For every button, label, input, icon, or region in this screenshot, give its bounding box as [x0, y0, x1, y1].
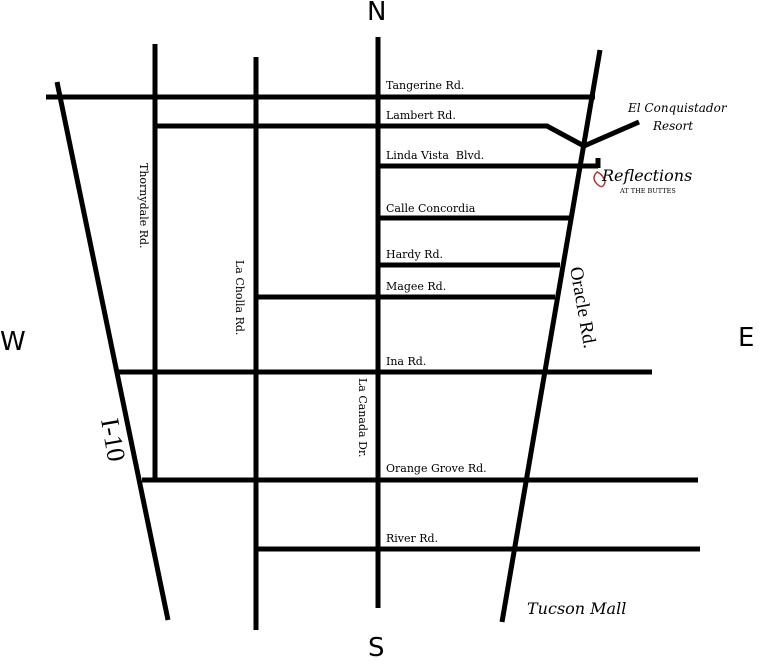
- label-i10: I-10: [95, 416, 131, 464]
- compass-south: S: [368, 633, 385, 663]
- tucson-mall-label: Tucson Mall: [527, 599, 626, 618]
- label-calle-concordia: Calle Concordia: [386, 202, 476, 215]
- label-la-canada: La Canada Dr.: [356, 378, 369, 457]
- compass-north: N: [367, 0, 386, 27]
- compass-east: E: [738, 323, 754, 353]
- i10-highway: [54, 81, 171, 621]
- reflections-title: Reflections: [601, 166, 692, 185]
- label-ina: Ina Rd.: [386, 355, 426, 368]
- label-river: River Rd.: [386, 532, 438, 545]
- label-oracle: Oracle Rd.: [565, 265, 600, 350]
- label-orange-grove: Orange Grove Rd.: [386, 462, 487, 475]
- reflections-emblem-icon: [593, 171, 606, 188]
- el-conquistador-access-road: [583, 119, 640, 149]
- label-thornydale: Thornydale Rd.: [137, 163, 150, 249]
- oracle-road: [499, 49, 603, 623]
- el-conquistador-line1: El Conquistador: [627, 101, 728, 115]
- label-magee: Magee Rd.: [386, 280, 446, 293]
- reflections-logo: Reflections AT THE BUTTES: [593, 166, 692, 195]
- label-la-cholla: La Cholla Rd.: [233, 260, 246, 335]
- reflections-subtitle: AT THE BUTTES: [619, 187, 676, 195]
- label-hardy: Hardy Rd.: [386, 248, 443, 261]
- label-linda-vista: Linda Vista Blvd.: [386, 149, 484, 162]
- label-lambert: Lambert Rd.: [386, 109, 456, 122]
- el-conquistador-line2: Resort: [652, 119, 693, 133]
- label-tangerine: Tangerine Rd.: [386, 79, 464, 92]
- lambert-road: [153, 123, 586, 149]
- compass-west: W: [0, 327, 26, 357]
